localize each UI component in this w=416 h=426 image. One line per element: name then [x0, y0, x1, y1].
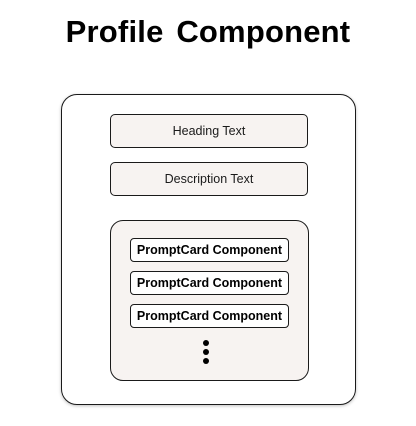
prompt-card-box: PromptCard Component [130, 304, 289, 328]
ellipsis-dot [203, 358, 209, 364]
description-text-box: Description Text [110, 162, 308, 196]
ellipsis-dot [203, 349, 209, 355]
prompt-card-box: PromptCard Component [130, 238, 289, 262]
prompt-card-box: PromptCard Component [130, 271, 289, 295]
heading-text-box: Heading Text [110, 114, 308, 148]
diagram-title: Profile Component [65, 14, 351, 49]
ellipsis-dot [203, 340, 209, 346]
